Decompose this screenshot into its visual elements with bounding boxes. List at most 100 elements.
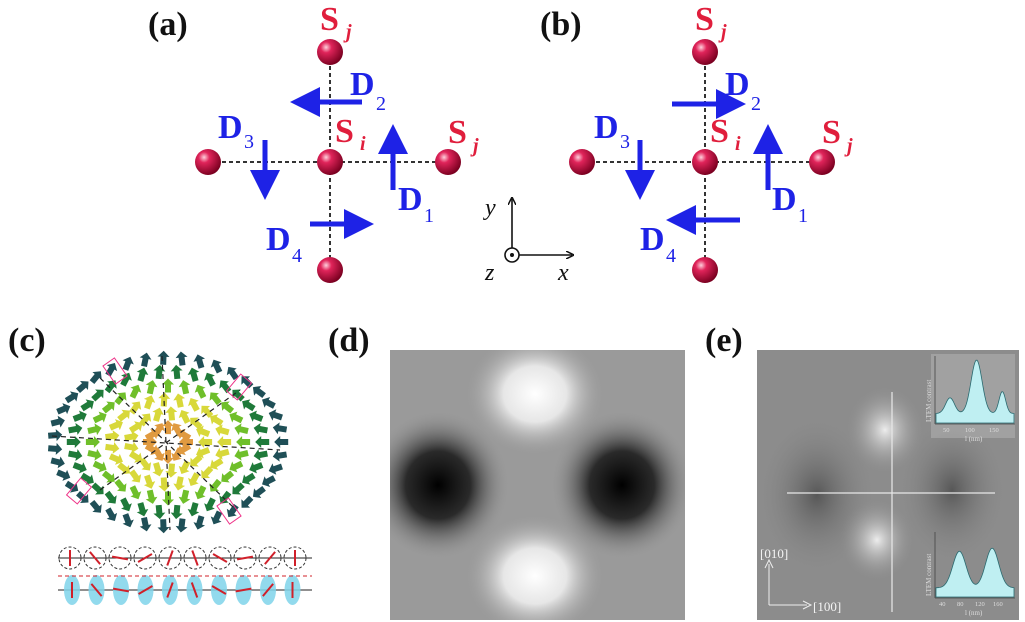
svg-text:150: 150 [989,427,999,434]
panel-a-label: (a) [148,6,188,43]
spin-arrow [194,485,207,500]
spin-arrow [178,380,191,395]
spin-arrow [215,447,230,460]
site-label-center: S [710,113,729,150]
spin-bottom [692,257,718,283]
spin-arrow [124,430,139,443]
spin-arrow [204,497,216,512]
spin-arrow [171,447,184,461]
spin-arrow [153,364,166,380]
spin-arrow [272,449,288,462]
spin-arrow [108,419,123,431]
panel-d-label: (d) [328,322,370,359]
spin-arrow [92,411,107,424]
spin-arrow [104,490,117,504]
chain-spin-arrow [235,587,252,593]
spin-arrow [262,397,276,409]
spin-arrow [272,422,288,435]
svg-text:l (nm): l (nm) [965,435,983,443]
z-axis-label: z [484,260,495,285]
site-sub-center: i [735,133,741,155]
spin-arrow [124,441,139,454]
spin-arrow [104,380,117,394]
spin-arrow [87,448,102,461]
spin-arrow [117,409,130,422]
chain-spin-arrow [264,551,276,565]
spin-arrow [226,503,239,518]
chain-spin-arrow [211,585,227,595]
spin-arrow [162,378,174,393]
spin-arrow [193,515,206,530]
spin-arrow [117,462,130,475]
spin-arrow [101,470,115,483]
spin-arrow [242,399,256,412]
spin-arrow [229,460,244,473]
dm-label-d4: D [266,221,291,258]
spin-center [317,149,343,175]
spin-bottom [317,257,343,283]
spin-arrow [201,465,214,479]
dm-label-d3: D [594,109,619,146]
spin-arrow [64,391,79,404]
spin-arrow [221,401,235,414]
chain-spin-arrow [236,555,254,561]
spin-arrow [173,476,186,491]
spin-arrow [50,456,65,469]
spin-arrow [196,425,211,437]
spin-arrow [175,351,188,366]
spin-arrow [68,423,83,435]
chain-spin-arrow [190,582,199,598]
chain-circle [158,546,182,570]
dm-sub-d3: 3 [244,131,254,153]
spin-arrow [47,442,63,455]
svg-text:100: 100 [965,427,975,434]
spin-arrow [120,497,132,512]
spin-arrow [139,517,152,532]
spin-arrow [153,504,166,520]
site-label-right: S [822,114,841,151]
chain-spin-arrow [111,555,129,561]
dm-sub-d4: 4 [666,245,676,267]
spin-arrow [143,474,156,489]
site-label-center: S [335,113,354,150]
chain-circle [58,546,82,570]
spin-arrow [236,436,251,448]
spin-arrow [136,367,149,382]
svg-text:160: 160 [993,601,1003,608]
spin-arrow [152,407,164,422]
spin-arrow [56,469,71,481]
chain-spin-arrow [89,551,101,565]
dm-sub-d2: 2 [376,93,386,115]
spin-arrow [80,472,94,485]
dark-lobe-left [390,410,510,560]
chain-circle [133,546,157,570]
spin-arrow [50,415,65,428]
spin-arrow [85,436,100,448]
spin-arrow [152,423,165,437]
spin-arrow [188,397,200,412]
spin-right [435,149,461,175]
site-label-top: S [695,1,714,38]
spin-top [692,39,718,65]
spin-arrow [144,443,159,456]
spin-arrow [76,490,89,504]
spin-arrow [157,519,170,534]
spin-arrow [209,457,224,470]
spin-arrow [91,482,104,495]
spin-arrow [190,454,203,467]
spin-arrow [66,436,81,448]
site-label-top: S [320,1,339,38]
dm-label-d1: D [772,181,797,218]
spin-arrow [158,392,171,407]
spin-arrow [143,395,156,410]
spin-arrow [129,401,142,415]
svg-text:40: 40 [939,601,946,608]
spin-arrow [274,436,289,448]
crystal-direction-indicator: [010] [100] [760,546,841,614]
svg-text:50: 50 [943,427,950,434]
site-sub-right: j [470,135,479,157]
svg-text:LTEM contrast: LTEM contrast [925,380,933,422]
spin-arrow [196,447,211,459]
spin-arrow [170,364,183,380]
spin-arrow [89,371,102,385]
